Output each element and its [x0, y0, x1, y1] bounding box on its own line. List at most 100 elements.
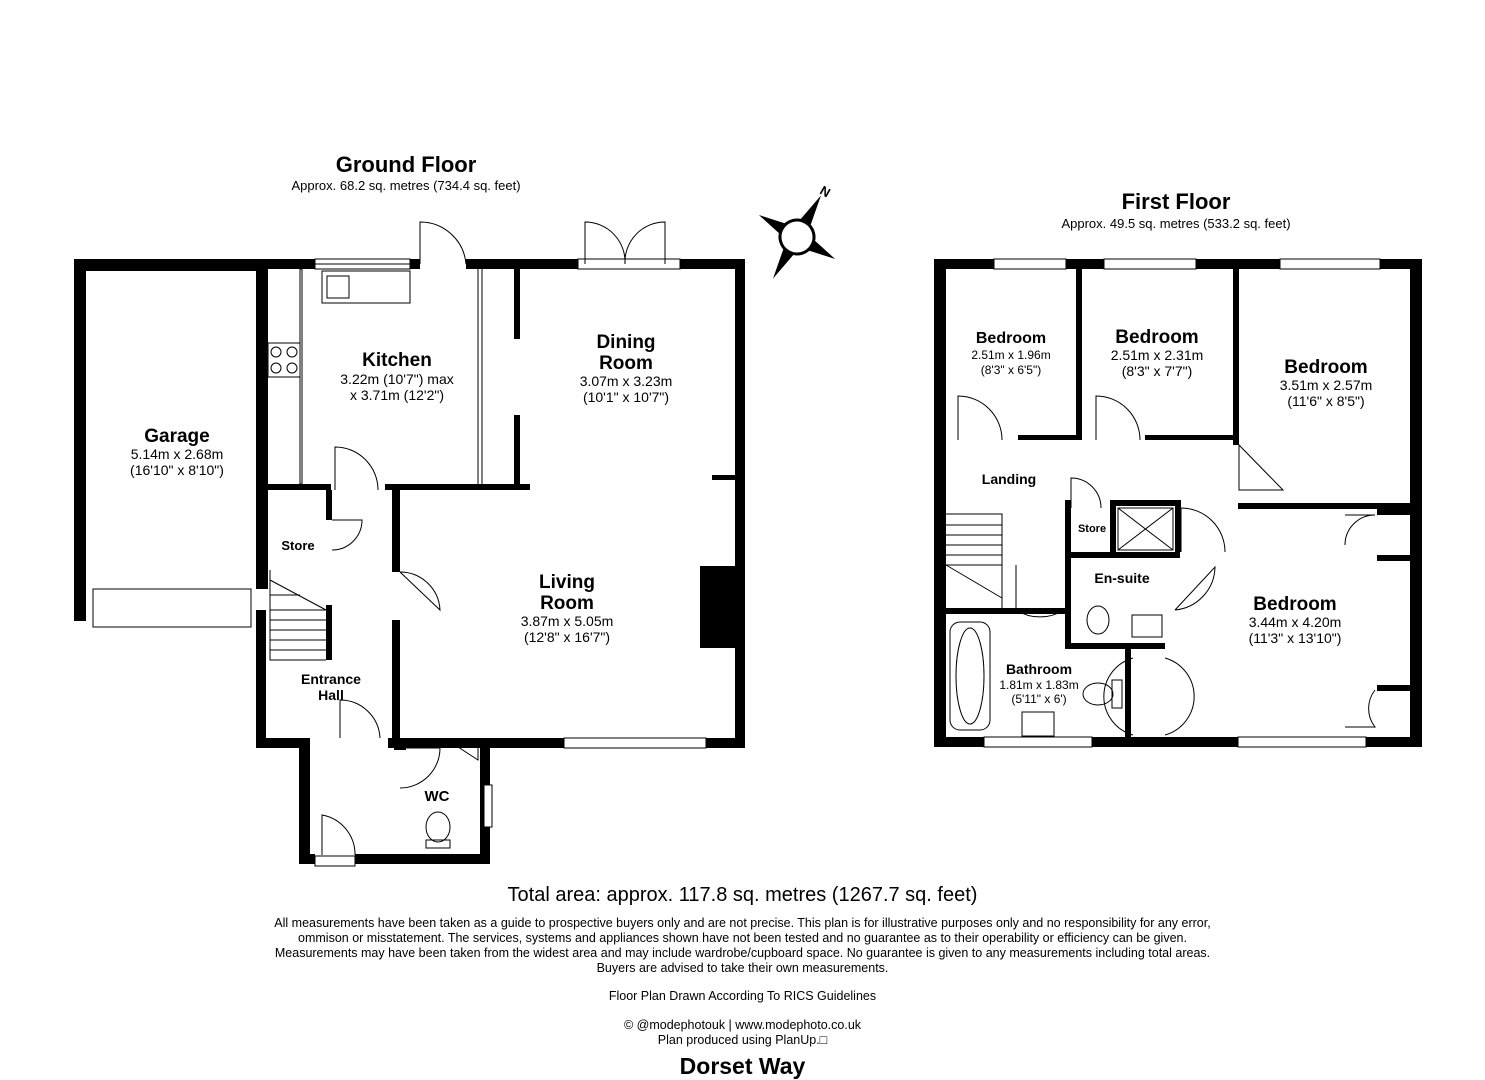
wall-segment: [1066, 259, 1104, 269]
living-label-2: Room: [540, 593, 594, 614]
wall-segment: [514, 269, 520, 339]
ensuite-toilet: [1086, 605, 1110, 635]
bed3-dim-ft: (11'6" x 8'5"): [1287, 393, 1364, 409]
wall-segment: [1145, 435, 1239, 440]
bathroom-window: [983, 736, 1093, 748]
wall-segment: [256, 738, 310, 748]
compass-icon: [758, 195, 836, 279]
decorative-shape: [267, 342, 301, 378]
wall-segment: [934, 259, 994, 269]
bathroom-dim-ft: (5'11" x 6'): [1011, 692, 1066, 706]
bed2-window: [1103, 258, 1197, 270]
hall-label-2: Hall: [318, 687, 344, 703]
wall-segment: [706, 738, 745, 748]
bathroom-toilet: [1082, 682, 1114, 706]
wall-segment: [1366, 737, 1422, 747]
first-stairs: [945, 513, 1003, 608]
wall-segment: [946, 608, 1066, 614]
bathroom-label: Bathroom: [1006, 661, 1072, 677]
bed4-label: Bedroom: [1253, 594, 1336, 615]
wc-basin: [453, 744, 479, 761]
first-floor-area: Approx. 49.5 sq. metres (533.2 sq. feet): [1061, 216, 1290, 231]
wall-segment: [265, 259, 315, 269]
living-dim-m: 3.87m x 5.05m: [521, 613, 614, 629]
wall-segment: [1377, 685, 1410, 691]
chimney-breast: [700, 566, 735, 648]
living-label-1: Living: [539, 572, 595, 593]
ensuite-basin: [1131, 614, 1163, 638]
front-door-step: [314, 855, 356, 867]
wall-segment: [326, 490, 332, 520]
wall-segment: [680, 259, 745, 269]
wall-segment: [1018, 435, 1082, 440]
wall-segment: [1196, 259, 1280, 269]
wc-toilet: [425, 811, 451, 843]
wall-segment: [394, 738, 406, 750]
wall-segment: [326, 605, 332, 660]
wall-segment: [355, 854, 490, 864]
wall-segment: [712, 475, 735, 480]
garage-door: [92, 588, 252, 628]
garage-right-wall: [256, 259, 268, 589]
property-name: Dorset Way: [679, 1053, 806, 1079]
dining-label-1: Dining: [596, 332, 655, 353]
decorative-shape: [425, 839, 451, 849]
ground-right-wall: [735, 259, 745, 748]
bed2-dim-m: 2.51m x 2.31m: [1111, 347, 1204, 363]
ff-store-label: Store: [1078, 523, 1106, 535]
wall-segment: [1410, 259, 1422, 747]
decorative-shape: [326, 275, 350, 299]
wall-segment: [392, 484, 400, 572]
store-label: Store: [281, 538, 314, 553]
wc-window: [483, 784, 493, 828]
garage-dim-ft: (16'10" x 8'10"): [130, 462, 224, 478]
kitchen-dim-m: 3.22m (10'7") max: [340, 371, 453, 387]
bed2-label: Bedroom: [1115, 327, 1198, 348]
first-floor-plan: First Floor Approx. 49.5 sq. metres (533…: [934, 189, 1422, 748]
wall-segment: [1065, 500, 1071, 555]
wall-segment: [934, 259, 946, 747]
garage-top-wall: [74, 259, 265, 271]
credit: © @modephotouk | www.modephoto.co.uk Pla…: [0, 1018, 1485, 1048]
disclaimer: All measurements have been taken as a gu…: [0, 916, 1485, 976]
wall-segment: [392, 620, 400, 748]
kitchen-label: Kitchen: [362, 350, 432, 371]
bed1-window: [993, 258, 1067, 270]
bed4-dim-m: 3.44m x 4.20m: [1249, 614, 1342, 630]
disclaimer-line: Buyers are advised to take their own mea…: [596, 961, 889, 975]
wall-segment: [934, 737, 984, 747]
living-window: [563, 737, 707, 749]
garage-label: Garage: [144, 426, 209, 447]
wall-segment: [1380, 259, 1422, 269]
bed4-dim-ft: (11'3" x 13'10"): [1249, 630, 1342, 646]
dining-dim-m: 3.07m x 3.23m: [580, 373, 673, 389]
wall-segment: [1065, 552, 1071, 649]
hob: [267, 342, 301, 378]
garage-left-wall: [74, 259, 86, 621]
bed2-dim-ft: (8'3" x 7'7"): [1122, 363, 1193, 379]
wall-segment: [1377, 555, 1410, 561]
wall-segment: [514, 415, 520, 490]
wall-segment: [385, 484, 530, 490]
disclaimer-line: Measurements may have been taken from th…: [274, 946, 1211, 960]
credit-line: © @modephotouk | www.modephoto.co.uk: [623, 1018, 862, 1032]
disclaimer-line: ommison or misstatement. The services, s…: [298, 931, 1187, 945]
landing-label: Landing: [982, 471, 1036, 487]
bed1-dim-m: 2.51m x 1.96m: [971, 348, 1050, 362]
wall-segment: [1238, 503, 1410, 509]
wall-segment: [1233, 269, 1239, 445]
bed3-label: Bedroom: [1284, 357, 1367, 378]
wall-segment: [1076, 269, 1082, 439]
dining-label-2: Room: [599, 353, 653, 374]
ground-floor-title: Ground Floor: [336, 152, 477, 177]
ensuite-label: En-suite: [1094, 570, 1149, 586]
bed4-window: [1237, 736, 1367, 748]
bed3-dim-m: 3.51m x 2.57m: [1280, 377, 1373, 393]
wall-segment: [1110, 500, 1180, 506]
disclaimer-line: All measurements have been taken as a gu…: [274, 916, 1211, 930]
wall-segment: [1065, 643, 1125, 649]
shower-tray: [1117, 507, 1174, 551]
bed1-dim-ft: (8'3" x 6'5"): [981, 363, 1041, 377]
ground-stairs: [269, 570, 327, 661]
